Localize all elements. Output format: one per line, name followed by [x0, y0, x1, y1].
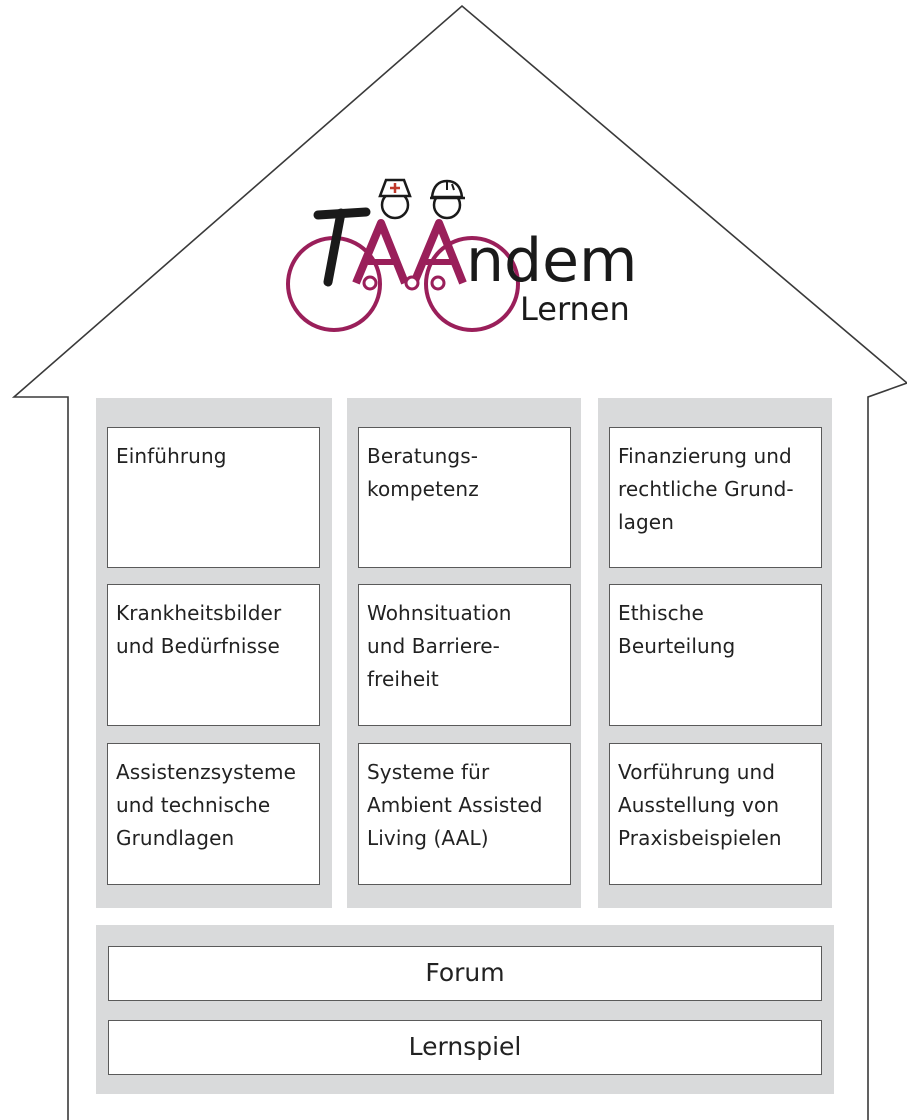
module-aal-systeme[interactable]: Systeme für Ambient Assisted Living (AAL…	[358, 743, 571, 885]
module-finanzierung[interactable]: Finanzierung und rechtliche Grund- lagen	[609, 427, 822, 568]
forum-button[interactable]: Forum	[108, 946, 822, 1001]
module-wohnsituation[interactable]: Wohnsituation und Barriere- freiheit	[358, 584, 571, 726]
module-ethische-beurteilung[interactable]: Ethische Beurteilung	[609, 584, 822, 726]
logo-wordmark: ndem	[466, 226, 637, 296]
module-vorfuehrung[interactable]: Vorführung und Ausstellung von Praxisbei…	[609, 743, 822, 885]
module-beratungskompetenz[interactable]: Beratungs- kompetenz	[358, 427, 571, 568]
module-krankheitsbilder[interactable]: Krankheitsbilder und Bedürfnisse	[107, 584, 320, 726]
logo-subtitle: Lernen	[520, 290, 630, 328]
module-einfuehrung[interactable]: Einführung	[107, 427, 320, 568]
module-assistenzsysteme[interactable]: Assistenzsysteme und technische Grundlag…	[107, 743, 320, 885]
lernspiel-button[interactable]: Lernspiel	[108, 1020, 822, 1075]
